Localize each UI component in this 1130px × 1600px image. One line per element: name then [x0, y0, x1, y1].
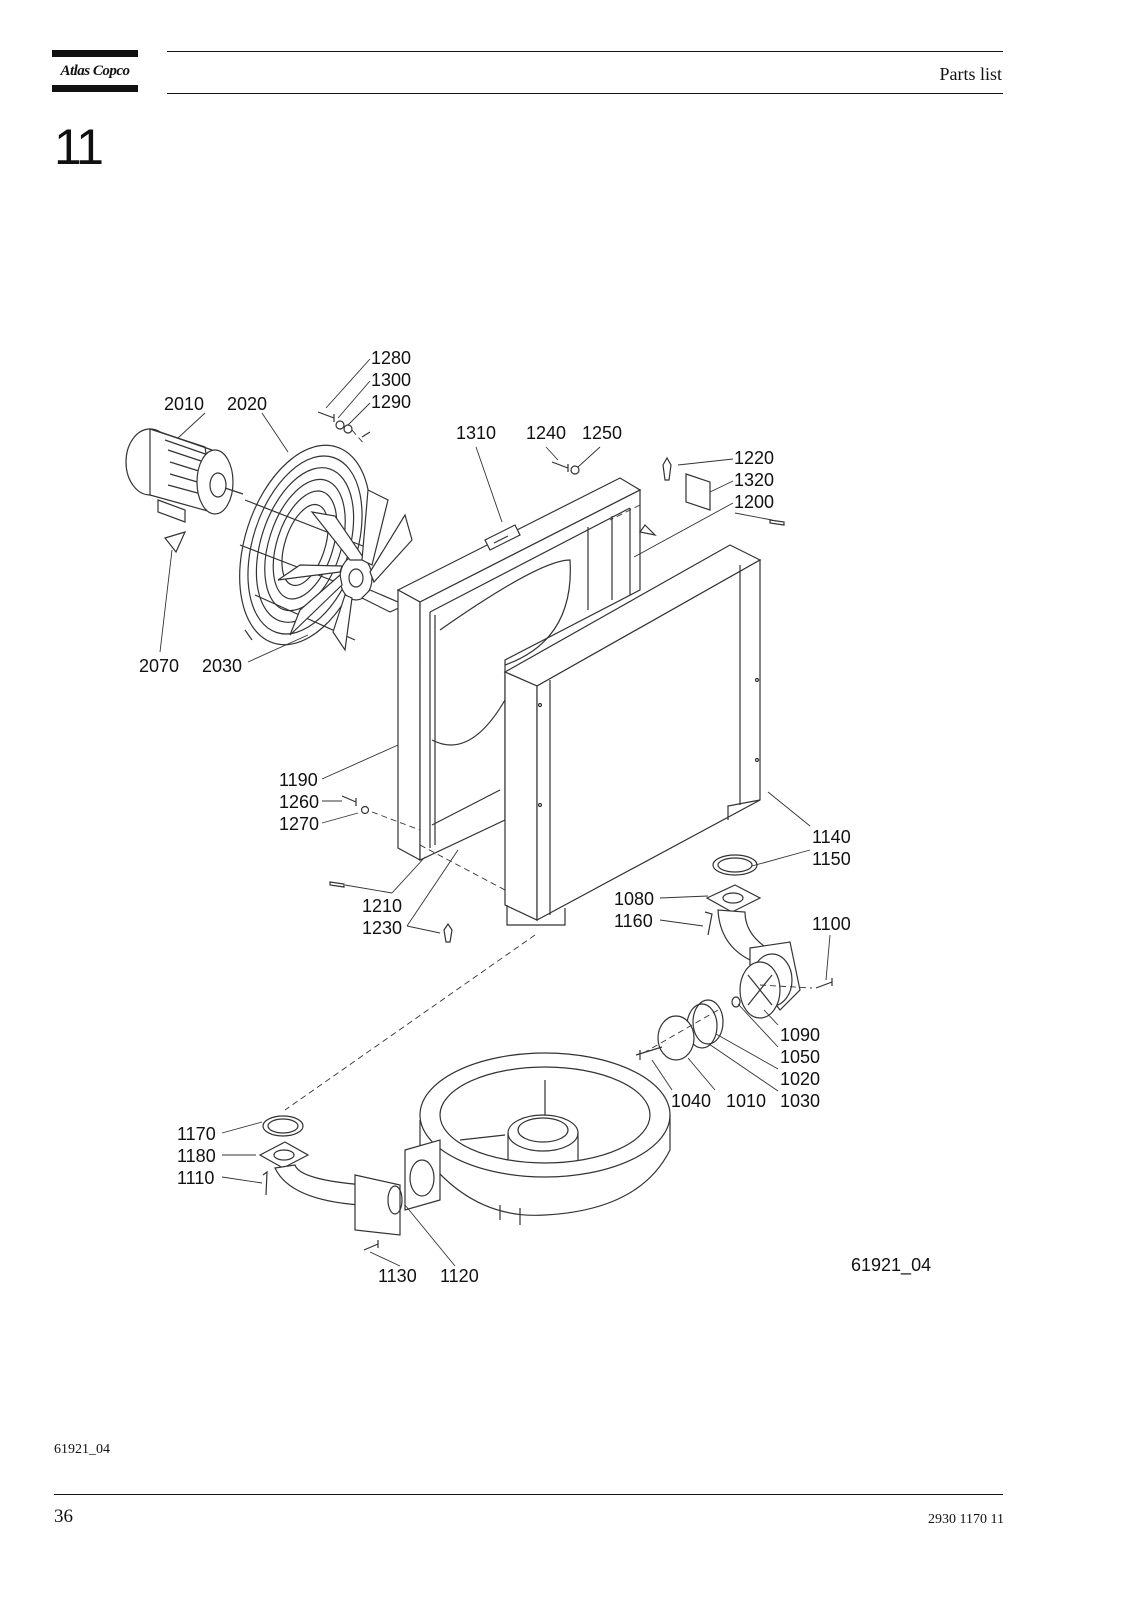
callout-1150: 1150 [812, 849, 851, 869]
callout-1180: 1180 [177, 1146, 216, 1166]
figure-reference: 61921_04 [54, 1442, 110, 1457]
callout-1300: 1300 [371, 370, 411, 390]
fasteners-drawing [262, 411, 833, 1251]
callout-1270: 1270 [279, 814, 319, 834]
callout-1010: 1010 [726, 1091, 766, 1111]
cooler-pipe-upper-drawing [705, 854, 801, 1019]
fan-housing-drawing [404, 1052, 671, 1225]
callout-1190: 1190 [279, 770, 318, 790]
callout-1160: 1160 [614, 911, 653, 931]
callout-1040: 1040 [671, 1091, 711, 1111]
callout-1250: 1250 [582, 423, 622, 443]
fan-cowl-drawing [396, 477, 642, 862]
callout-1280: 1280 [371, 348, 411, 368]
callout-1080: 1080 [614, 889, 654, 909]
callout-1170: 1170 [177, 1124, 216, 1144]
callout-1210: 1210 [362, 896, 402, 916]
callout-2010: 2010 [164, 394, 204, 414]
callout-1200: 1200 [734, 492, 774, 512]
callout-1090: 1090 [780, 1025, 820, 1045]
callout-1290: 1290 [371, 392, 411, 412]
logo-bar-bottom [52, 85, 138, 92]
drawing-id: 61921_04 [851, 1255, 931, 1276]
callout-2030: 2030 [202, 656, 242, 676]
header-rule-bottom [167, 93, 1003, 94]
callout-1120: 1120 [440, 1266, 479, 1286]
brand-logo: Atlas Copco [52, 50, 138, 94]
gaskets-drawing [635, 996, 741, 1061]
cooler-drawing [503, 544, 762, 926]
callout-2070: 2070 [139, 656, 179, 676]
section-number: 11 [54, 119, 104, 175]
assembly-lines [284, 429, 813, 1111]
callout-1220: 1220 [734, 448, 774, 468]
callout-2020: 2020 [227, 394, 267, 414]
callout-1050: 1050 [780, 1047, 820, 1067]
motor-drawing [125, 428, 244, 554]
header-rule-top [167, 51, 1003, 52]
callout-1310: 1310 [456, 423, 496, 443]
logo-wordmark: Atlas Copco [60, 63, 130, 79]
callout-labels: 2010 2020 1280 1300 1290 1310 1240 1250 … [139, 348, 931, 1286]
callout-1260: 1260 [279, 792, 319, 812]
document-number: 2930 1170 11 [928, 1512, 1004, 1527]
logo-bar-top [52, 50, 138, 57]
callout-1100: 1100 [812, 914, 851, 934]
callout-1320: 1320 [734, 470, 774, 490]
page-number: 36 [54, 1506, 73, 1527]
leader-lines [159, 358, 831, 1267]
callout-1230: 1230 [362, 918, 402, 938]
callout-1020: 1020 [780, 1069, 820, 1089]
callout-1030: 1030 [780, 1091, 820, 1111]
cooler-pipe-lower-drawing [258, 1115, 403, 1236]
callout-1240: 1240 [526, 423, 566, 443]
callout-1130: 1130 [378, 1266, 417, 1286]
footer-rule [54, 1494, 1003, 1495]
fan-impeller-drawing [277, 489, 413, 652]
page-title: Parts list [939, 64, 1002, 84]
callout-1140: 1140 [812, 827, 851, 847]
callout-1110: 1110 [177, 1168, 214, 1188]
